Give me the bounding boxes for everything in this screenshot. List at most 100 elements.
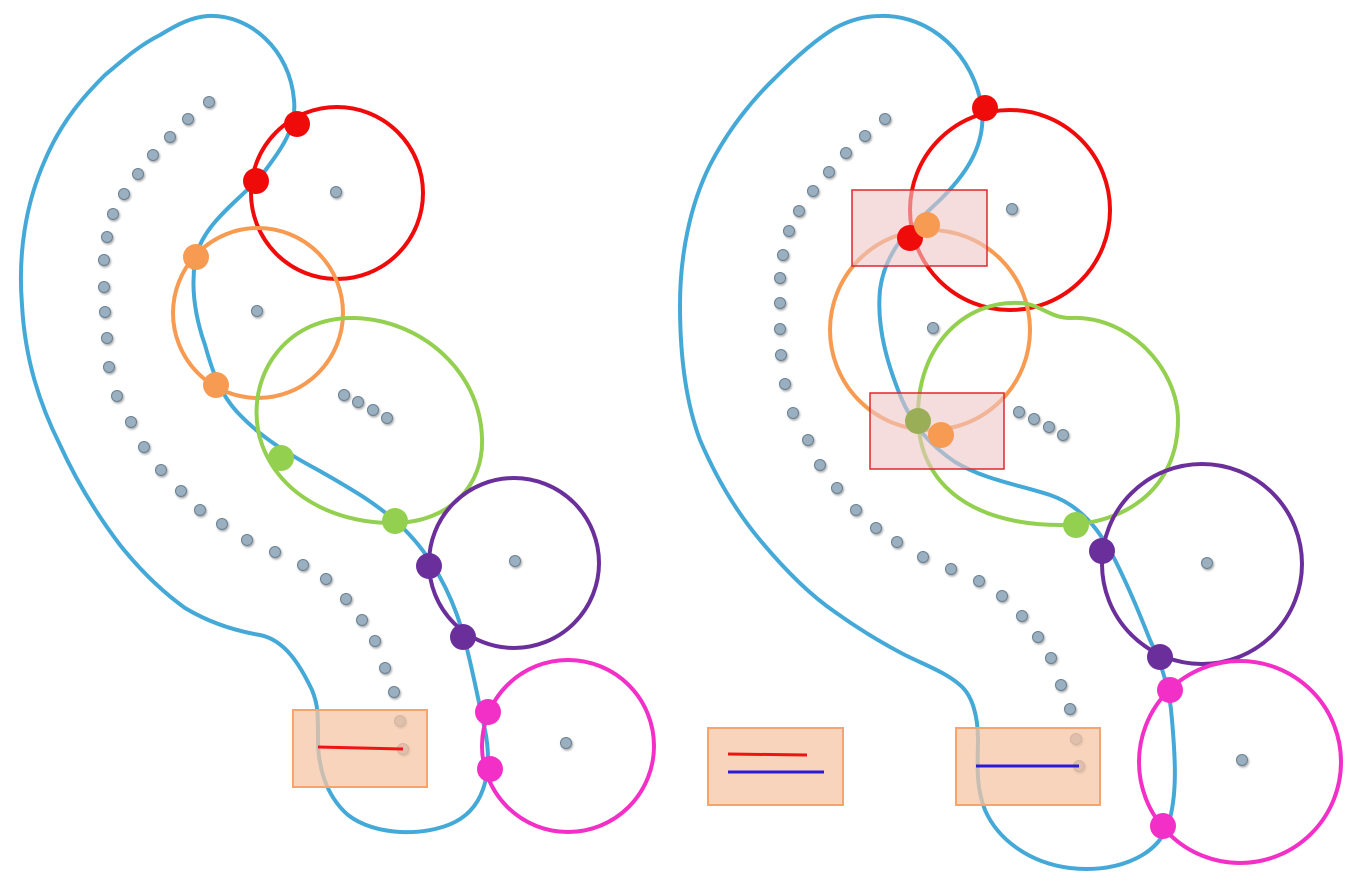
- right-red-intersection-top: [972, 95, 998, 121]
- left-point-series: [98, 96, 572, 755]
- left-point-20: [216, 518, 228, 530]
- legend: [707, 727, 844, 806]
- left-point-16: [138, 441, 150, 453]
- left-purple-intersection-bottom: [450, 624, 476, 650]
- right-point-33: [927, 322, 939, 334]
- left-panel: [18, 13, 656, 835]
- right-point-8: [777, 249, 789, 261]
- left-point-29: [388, 686, 400, 698]
- right-boundary-outline: [678, 13, 1177, 871]
- right-green-intersection-bottom: [1063, 512, 1089, 538]
- left-point-26: [356, 614, 368, 626]
- left-point-8: [101, 231, 113, 243]
- right-purple-intersection-bottom: [1147, 644, 1173, 670]
- left-red-intersection-top: [284, 111, 310, 137]
- right-point-11: [774, 323, 786, 335]
- right-panel: [678, 13, 1343, 871]
- left-orange-intersection-bottom: [203, 372, 229, 398]
- left-point-7: [107, 208, 119, 220]
- left-point-38: [509, 555, 521, 567]
- right-point-3: [840, 147, 852, 159]
- right-point-13: [779, 378, 791, 390]
- right-point-20: [891, 536, 903, 548]
- left-point-19: [194, 504, 206, 516]
- right-orange-intersection-top: [914, 212, 940, 238]
- right-point-series: [774, 113, 1248, 772]
- left-point-28: [379, 662, 391, 674]
- left-red-intersection-bottom: [243, 168, 269, 194]
- left-point-9: [98, 254, 110, 266]
- left-point-39: [560, 737, 572, 749]
- left-point-15: [125, 416, 137, 428]
- right-point-24: [996, 590, 1008, 602]
- left-point-25: [340, 593, 352, 605]
- left-point-3: [164, 131, 176, 143]
- right-magenta-intersection-top: [1157, 677, 1183, 703]
- left-point-24: [320, 573, 332, 585]
- left-orange-intersection-top: [183, 244, 209, 270]
- right-point-34: [1013, 406, 1025, 418]
- left-point-2: [182, 113, 194, 125]
- right-point-26: [1032, 631, 1044, 643]
- left-point-10: [98, 281, 110, 293]
- left-point-35: [352, 396, 364, 408]
- right-point-35: [1028, 413, 1040, 425]
- right-purple-intersection-top: [1089, 538, 1115, 564]
- right-point-17: [831, 482, 843, 494]
- left-point-21: [241, 534, 253, 546]
- right-point-9: [774, 272, 786, 284]
- left-point-33: [251, 305, 263, 317]
- right-point-18: [850, 504, 862, 516]
- right-point-29: [1064, 703, 1076, 715]
- right-point-15: [802, 434, 814, 446]
- left-purple-intersection-top: [416, 553, 442, 579]
- left-point-18: [175, 485, 187, 497]
- left-point-27: [369, 635, 381, 647]
- left-green-intersection-bottom: [382, 508, 408, 534]
- left-point-14: [111, 390, 123, 402]
- left-magenta-intersection-top: [475, 699, 501, 725]
- right-point-4: [823, 166, 835, 178]
- right-point-21: [917, 551, 929, 563]
- right-point-28: [1055, 679, 1067, 691]
- left-point-32: [330, 186, 342, 198]
- left-point-6: [118, 188, 130, 200]
- left-point-5: [132, 168, 144, 180]
- right-point-22: [945, 563, 957, 575]
- left-point-37: [381, 412, 393, 424]
- left-point-17: [155, 464, 167, 476]
- left-point-23: [297, 559, 309, 571]
- left-point-36: [367, 404, 379, 416]
- right-point-37: [1057, 429, 1069, 441]
- right-orange-intersection-bottom: [928, 422, 954, 448]
- right-green-intersection-left: [905, 408, 931, 434]
- left-point-13: [103, 361, 115, 373]
- left-point-12: [101, 332, 113, 344]
- left-magenta-circle: [480, 658, 656, 834]
- left-point-1: [203, 96, 215, 108]
- left-point-11: [99, 306, 111, 318]
- right-magenta-circle: [1137, 659, 1343, 865]
- right-point-12: [775, 349, 787, 361]
- right-point-19: [870, 522, 882, 534]
- right-point-10: [774, 297, 786, 309]
- right-point-25: [1016, 610, 1028, 622]
- right-point-23: [973, 575, 985, 587]
- left-magenta-intersection-bottom: [477, 756, 503, 782]
- right-point-14: [787, 407, 799, 419]
- right-point-36: [1043, 421, 1055, 433]
- right-point-32: [1006, 203, 1018, 215]
- right-point-27: [1045, 652, 1057, 664]
- right-point-38: [1201, 557, 1213, 569]
- right-point-1: [879, 113, 891, 125]
- right-point-5: [807, 185, 819, 197]
- left-point-4: [147, 149, 159, 161]
- left-point-34: [338, 389, 350, 401]
- right-point-6: [793, 205, 805, 217]
- legend-box: [707, 727, 844, 806]
- left-red-distance-line: [317, 745, 404, 751]
- right-point-39: [1236, 754, 1248, 766]
- left-green-intersection-top: [268, 445, 294, 471]
